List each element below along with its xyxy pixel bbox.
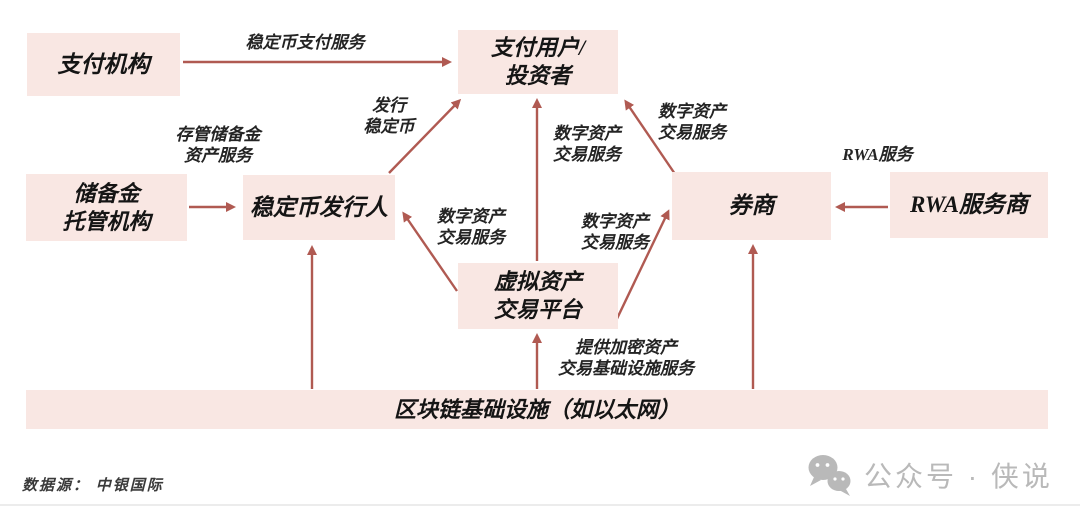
watermark-text: 公众号 · 侠说 <box>864 460 1053 492</box>
edge-label-custody-service: 存管储备金 资产服务 <box>175 125 261 165</box>
node-virtual-asset-platform: 虚拟资产 交易平台 <box>458 263 618 329</box>
bottom-divider <box>0 504 1080 506</box>
wechat-icon <box>808 455 851 496</box>
edge-label-issue-stablecoin: 发行 稳定币 <box>363 96 415 136</box>
edge-label-digital-asset-platform-broker: 数字资产 交易服务 <box>581 212 649 252</box>
node-label-line2: 交易平台 <box>493 297 582 322</box>
edge-label-digital-asset-platform-issuer: 数字资产 交易服务 <box>437 207 505 247</box>
data-source-note: 数据源： 中银国际 <box>22 478 164 494</box>
watermark: 公众号 · 侠说 <box>806 452 1053 497</box>
edge-label-rwa-service: RWA服务 <box>842 145 913 164</box>
node-label: 券商 <box>728 193 775 218</box>
node-label-line1: 支付用户/ <box>490 35 586 60</box>
node-broker: 券商 <box>672 172 831 240</box>
edge-label-stablecoin-payment: 稳定币支付服务 <box>245 33 365 52</box>
node-payment-user-investor: 支付用户/ 投资者 <box>458 30 618 94</box>
edge-label-digital-asset-broker-user: 数字资产 交易服务 <box>658 102 726 142</box>
node-rwa-provider: RWA服务商 <box>890 172 1048 238</box>
node-label-line2: 托管机构 <box>62 208 151 234</box>
node-blockchain-infrastructure: 区块链基础设施（如以太网） <box>26 390 1048 429</box>
node-stablecoin-issuer: 稳定币发行人 <box>243 175 395 240</box>
node-label-line1: 储备金 <box>73 180 140 206</box>
node-label-line1: 虚拟资产 <box>493 269 582 294</box>
node-reserve-custodian: 储备金 托管机构 <box>26 174 187 241</box>
node-label: 区块链基础设施（如以太网） <box>393 396 680 422</box>
node-label: RWA服务商 <box>909 192 1028 217</box>
edge-label-infra-service: 提供加密资产 交易基础设施服务 <box>558 338 694 378</box>
node-label: 稳定币发行人 <box>250 194 388 220</box>
node-label-line2: 投资者 <box>504 63 571 88</box>
edge-label-digital-asset-center: 数字资产 交易服务 <box>553 124 621 164</box>
node-label: 支付机构 <box>57 51 150 77</box>
node-payment-institution: 支付机构 <box>27 33 180 96</box>
